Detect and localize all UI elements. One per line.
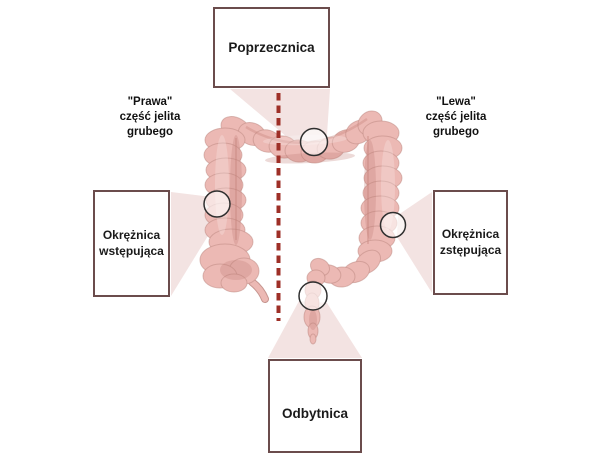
label-box-rectum: Odbytnica [268, 359, 362, 453]
marker-circle-ascending [203, 190, 231, 218]
annotation-left-line1: "Prawa" [127, 96, 173, 108]
annotation-left-line3: grubego [127, 125, 173, 138]
cecum [199, 228, 260, 293]
annotation-right-line1: "Lewa" [436, 96, 476, 108]
marker-circle-transverse [299, 127, 329, 157]
colon-shading [220, 135, 376, 330]
label-transverse-colon: Poprzecznica [228, 40, 315, 55]
annotation-right-line2: część jelita [425, 110, 487, 123]
marker-circles [203, 127, 407, 311]
annotation-right-side-of-colon: "Prawa" część jelita grubego [95, 95, 205, 140]
label-ascending-colon-line1: Okrężnica [102, 227, 161, 242]
label-box-transverse-colon: Poprzecznica [213, 7, 330, 88]
label-descending-colon-line1: Okrężnica [441, 226, 500, 241]
marker-circle-rectum [298, 281, 328, 311]
annotation-left-side-of-colon: "Lewa" część jelita grubego [400, 95, 512, 140]
annotation-left-line2: część jelita [119, 110, 181, 123]
label-rectum: Odbytnica [281, 405, 348, 421]
beam-right [397, 192, 432, 293]
appendix [248, 278, 269, 303]
label-box-descending-colon: Okrężnica zstępująca [433, 190, 508, 295]
label-ascending-colon-line2: wstępująca [99, 243, 164, 258]
marker-circle-descending [379, 211, 407, 239]
annotation-right-line3: grubego [433, 125, 479, 138]
label-descending-colon-line2: zstępująca [439, 242, 502, 257]
label-box-ascending-colon: Okrężnica wstępująca [93, 190, 170, 297]
